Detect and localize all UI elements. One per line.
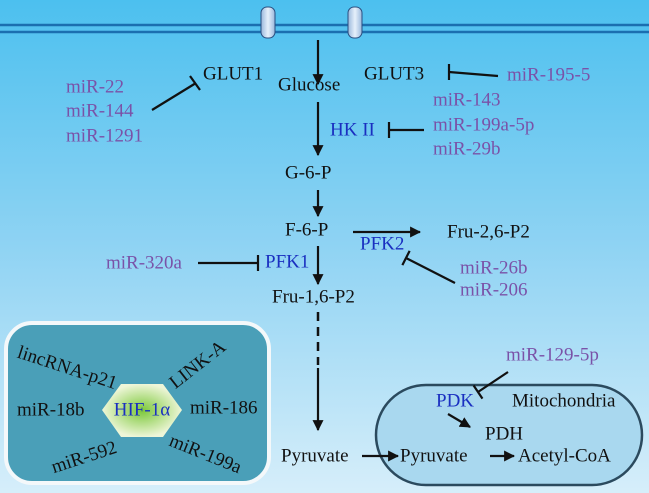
mirna-pdk: miR-129-5p (506, 345, 599, 366)
g6p-label: G-6-P (285, 163, 331, 184)
pdk-label: PDK (436, 391, 474, 412)
mitochondria-compartment (374, 383, 644, 487)
mirna-glut3: miR-195-5 (507, 65, 590, 86)
inhibition-pfk2-bar (401, 250, 411, 266)
mirna-hk: miR-199a-5p (433, 115, 534, 136)
inhibition-pdk-bar (472, 384, 484, 400)
pdh-label: PDH (485, 424, 523, 445)
hif1a-label: HIF-1α (114, 400, 170, 421)
inhibition-pfk1 (198, 255, 260, 271)
pfk1-label: PFK1 (265, 252, 309, 273)
glut3-label: GLUT3 (364, 64, 424, 85)
mitochondria-label: Mitochondria (512, 391, 616, 412)
mirna-glut1: miR-144 (66, 101, 134, 122)
mirna-glut1: miR-1291 (66, 126, 143, 147)
hk2-label: HK II (330, 120, 375, 141)
mirna-hk: miR-29b (433, 139, 501, 160)
mirna-pfk2: miR-26b (460, 258, 528, 279)
hif-hexagon (102, 384, 182, 437)
inhibition-glut1 (151, 75, 201, 111)
glut1-label: GLUT1 (203, 64, 263, 85)
mirna-pfk2: miR-206 (460, 280, 528, 301)
pfk2-label: PFK2 (360, 234, 404, 255)
glut3-channel-icon (347, 6, 363, 39)
fru26p2-label: Fru-2,6-P2 (447, 222, 530, 243)
inhibition-glut3 (447, 64, 499, 80)
mirna-pfk1: miR-320a (106, 253, 183, 274)
glut1-channel-icon (260, 6, 276, 39)
arrow-pdk-to-pdh (447, 413, 471, 428)
inhibition-hk2 (387, 122, 424, 138)
inhibition-pfk2-line (405, 257, 456, 284)
inhibition-pdk (472, 371, 509, 400)
f6p-label: F-6-P (285, 220, 328, 241)
hif-regulator: miR-18b (17, 400, 85, 421)
acetylcoa-label: Acetyl-CoA (518, 446, 611, 467)
mirna-hk: miR-143 (433, 90, 501, 111)
inhibition-pfk2 (401, 250, 456, 284)
mirna-glut1: miR-22 (66, 77, 124, 98)
pyruvate-mito-label: Pyruvate (400, 446, 468, 467)
glucose-label: Glucose (278, 75, 340, 96)
inhibition-pdk-line (477, 371, 509, 393)
cell-membrane (0, 6, 649, 39)
pyruvate-cytosol-label: Pyruvate (281, 446, 349, 467)
fru16p2-label: Fru-1,6-P2 (272, 287, 355, 308)
hif-regulator: miR-186 (190, 398, 258, 419)
